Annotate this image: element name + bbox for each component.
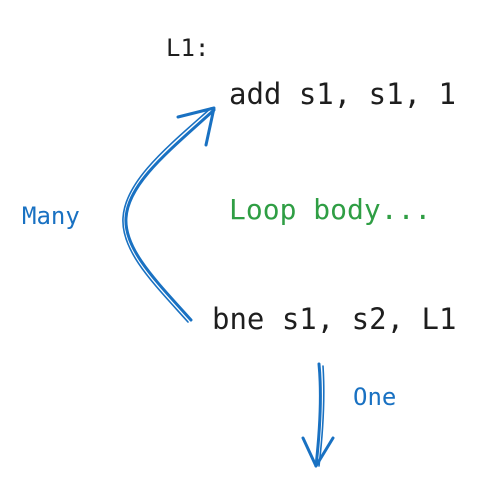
bne-instruction: bne s1, s2, L1: [212, 302, 457, 336]
back-edge-arrow: [122, 106, 216, 323]
add-instruction: add s1, s1, 1: [229, 77, 456, 111]
loop-body-note: Loop body...: [229, 193, 432, 226]
forward-edge-label: One: [353, 383, 397, 411]
loop-label: L1:: [166, 34, 210, 62]
forward-edge-arrowhead: [301, 436, 335, 468]
back-edge-label: Many: [22, 202, 80, 230]
forward-edge-arrow: [301, 362, 335, 468]
back-edge-arrowhead: [176, 106, 216, 147]
